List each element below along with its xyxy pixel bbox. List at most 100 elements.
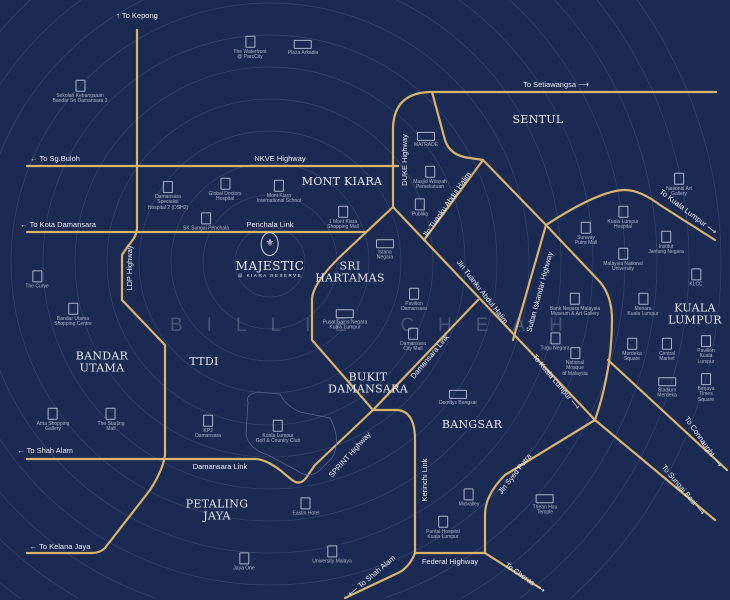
poi-marker[interactable]: Plaza Arkadia xyxy=(288,39,318,56)
mosque-icon xyxy=(425,165,435,178)
poi-marker[interactable]: Malaysia National University xyxy=(603,247,643,273)
distance-ring xyxy=(74,66,466,458)
poi-marker[interactable]: Pavilion Damansara xyxy=(401,287,427,313)
poi-marker[interactable]: Istana Negara xyxy=(376,239,394,261)
poi-marker[interactable]: SK Sungai Penchala xyxy=(183,212,229,231)
area-label: SRI HARTAMAS xyxy=(315,259,385,284)
road-kepong-ldp xyxy=(25,28,167,555)
poi-label: The Starling Mall xyxy=(97,420,125,432)
road-halim-short xyxy=(422,158,485,242)
poi-marker[interactable]: 1 Mont Kiara Shopping Mall xyxy=(327,205,359,231)
golf-course-outline xyxy=(245,391,337,476)
poi-marker[interactable]: MATRADE xyxy=(413,131,439,148)
poi-marker[interactable]: Midvalley xyxy=(459,488,479,507)
poi-marker[interactable]: Sekolah Kebangsaan Bandar Sri Damansara … xyxy=(52,79,108,105)
area-label: TTDI xyxy=(189,355,219,369)
shopping-bag-icon xyxy=(106,407,116,420)
poi-marker[interactable]: Thean Hou Temple xyxy=(533,494,557,516)
hospital-icon xyxy=(437,515,448,528)
poi-label: 1 Mont Kiara Shopping Mall xyxy=(327,218,359,230)
museum-icon xyxy=(570,292,580,305)
direction-link[interactable]: ← To Shah Alam xyxy=(17,446,73,456)
poi-marker[interactable]: KLCC xyxy=(689,268,703,287)
poi-label: Sekolah Kebangsaan Bandar Sri Damansara … xyxy=(52,92,108,104)
poi-marker[interactable]: Pantai Hospital Kuala Lumpur xyxy=(426,515,460,541)
poi-label: Berjaya Times Square xyxy=(697,386,715,403)
poi-marker[interactable]: Eastin Hotel xyxy=(293,497,319,516)
poi-label: Institut Jantung Negara xyxy=(648,243,684,255)
poi-marker[interactable]: Damansara Specialist Hospital 2 (DSH2) xyxy=(148,181,188,211)
poi-marker[interactable]: National Mosque of Malaysia xyxy=(562,347,588,377)
poi-marker[interactable]: National Art Gallery xyxy=(666,172,692,198)
poi-label: Kuala Lumpur Hospital xyxy=(607,218,639,230)
science-centre-icon xyxy=(335,309,354,319)
mosque-icon xyxy=(569,347,580,360)
poi-marker[interactable]: Tugu Negara xyxy=(541,332,570,351)
direction-link[interactable]: ← To Kota Damansara xyxy=(20,220,96,230)
poi-label: Jaya One xyxy=(233,565,255,572)
road-label: NKVE Highway xyxy=(254,154,306,164)
poi-marker[interactable]: Global Doctors Hospital xyxy=(208,177,242,203)
poi-label: Merdeka Square xyxy=(622,350,642,362)
direction-link[interactable]: ↑ To Kepong xyxy=(116,11,158,21)
poi-label: National Mosque of Malaysia xyxy=(562,360,588,377)
poi-marker[interactable]: Sunway Putra Mall xyxy=(575,221,597,247)
poi-marker[interactable]: Masjid Wilayah Persekutuan xyxy=(413,165,447,191)
poi-label: Kuala Lumpur Golf & Country Club xyxy=(255,432,301,444)
direction-link[interactable]: ← To Sg.Buloh xyxy=(30,154,80,164)
poi-marker[interactable]: KPJ Damansara xyxy=(195,414,221,440)
poi-marker[interactable]: Menara Kuala Lumpur xyxy=(627,292,659,318)
building-icon xyxy=(448,389,467,399)
poi-marker[interactable]: The Starling Mall xyxy=(97,407,125,433)
poi-marker[interactable]: Merdeka Square xyxy=(622,337,642,363)
poi-label: Pavilion Kuala Lumpur xyxy=(697,348,715,365)
poi-label: KPJ Damansara xyxy=(195,427,221,439)
poi-marker[interactable]: Stadium Merdeka xyxy=(657,377,677,399)
poi-label: Damansara City Mall xyxy=(400,340,426,352)
poi-marker[interactable]: Central Market xyxy=(659,337,675,363)
poi-marker[interactable]: Berjaya Times Square xyxy=(694,373,718,403)
shopping-bag-icon xyxy=(32,270,42,283)
building-icon xyxy=(293,39,312,49)
road-duke-highway xyxy=(391,90,718,209)
poi-label: Publika xyxy=(411,211,429,218)
poi-marker[interactable]: Institut Jantung Negara xyxy=(648,230,684,256)
poi-marker[interactable]: Pusat Sains Negara Kuala Lumpur xyxy=(323,309,367,331)
poi-marker[interactable]: The Curve xyxy=(25,270,49,289)
distance-ring xyxy=(0,0,594,586)
area-label: BUKIT DAMANSARA xyxy=(327,370,409,395)
distance-ring xyxy=(0,0,690,599)
poi-marker[interactable]: Pavilion Kuala Lumpur xyxy=(694,335,718,365)
poi-label: Menara Kuala Lumpur xyxy=(627,305,659,317)
direction-link[interactable]: To Setiawangsa ⟶ xyxy=(523,80,589,90)
golf-pin-icon xyxy=(273,419,283,432)
poi-marker[interactable]: Atria Shopping Gallery xyxy=(37,407,69,433)
poi-marker[interactable]: Bank Negara Malaysia Museum & Art Galler… xyxy=(550,292,600,318)
road-sungai-besi xyxy=(593,418,717,522)
poi-marker[interactable]: Bandar Utama Shopping Centre xyxy=(54,302,92,328)
poi-label: MATRADE xyxy=(413,141,439,148)
distance-ring xyxy=(42,34,498,490)
temple-icon xyxy=(536,494,554,504)
poi-marker[interactable]: Publika xyxy=(412,198,428,217)
shopping-bag-icon xyxy=(580,221,591,234)
poi-label: Global Doctors Hospital xyxy=(208,190,242,202)
project-marker[interactable]: ⚜ MAJESTIC @ KIARA RESERVE xyxy=(236,232,305,278)
shopping-bag-icon xyxy=(338,205,348,218)
poi-marker[interactable]: Kuala Lumpur Golf & Country Club xyxy=(255,419,301,445)
road-damansara-link-east xyxy=(371,298,480,412)
direction-link[interactable]: ← To Kelana Jaya xyxy=(29,542,91,552)
poi-marker[interactable]: University Malaya xyxy=(312,545,352,564)
poi-marker[interactable]: Kuala Lumpur Hospital xyxy=(607,205,639,231)
road-connaught xyxy=(606,358,729,472)
poi-marker[interactable]: Mont Kiara International School xyxy=(256,179,302,205)
poi-marker[interactable]: Jaya One xyxy=(233,552,255,572)
poi-marker[interactable]: The Waterfront @ ParcCity xyxy=(233,35,267,61)
poi-marker[interactable]: Domitys Bangsar xyxy=(439,389,477,406)
road-syed-putra xyxy=(483,418,597,555)
poi-label: Mont Kiara International School xyxy=(256,192,302,204)
school-icon xyxy=(75,79,85,92)
poi-marker[interactable]: Damansara City Mall xyxy=(400,327,426,353)
school-icon xyxy=(327,545,337,558)
